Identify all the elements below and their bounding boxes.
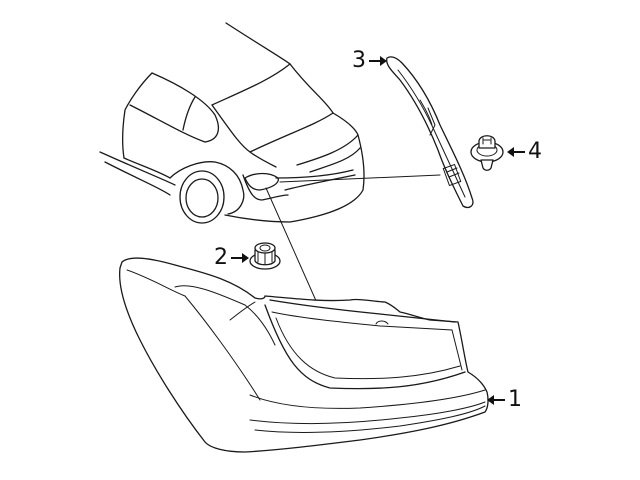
callout-number: 2 [214, 245, 228, 270]
trim-strip-part-3 [386, 56, 474, 209]
callout-1: 1 [487, 387, 522, 412]
callout-number: 1 [508, 387, 522, 412]
callout-2: 2 [214, 245, 249, 270]
tail-lamp-part-1 [119, 257, 489, 453]
callout-number: 4 [528, 139, 542, 164]
callout-3: 3 [352, 48, 387, 73]
callout-number: 3 [352, 48, 366, 73]
clip-part-4 [470, 135, 504, 171]
callout-4: 4 [507, 139, 542, 164]
arrow-left-icon [507, 147, 525, 157]
nut-part-2 [249, 242, 281, 270]
arrow-right-icon [369, 56, 387, 66]
arrow-left-icon [487, 395, 505, 405]
vehicle-rear-illustration [99, 22, 441, 304]
arrow-right-icon [231, 253, 249, 263]
